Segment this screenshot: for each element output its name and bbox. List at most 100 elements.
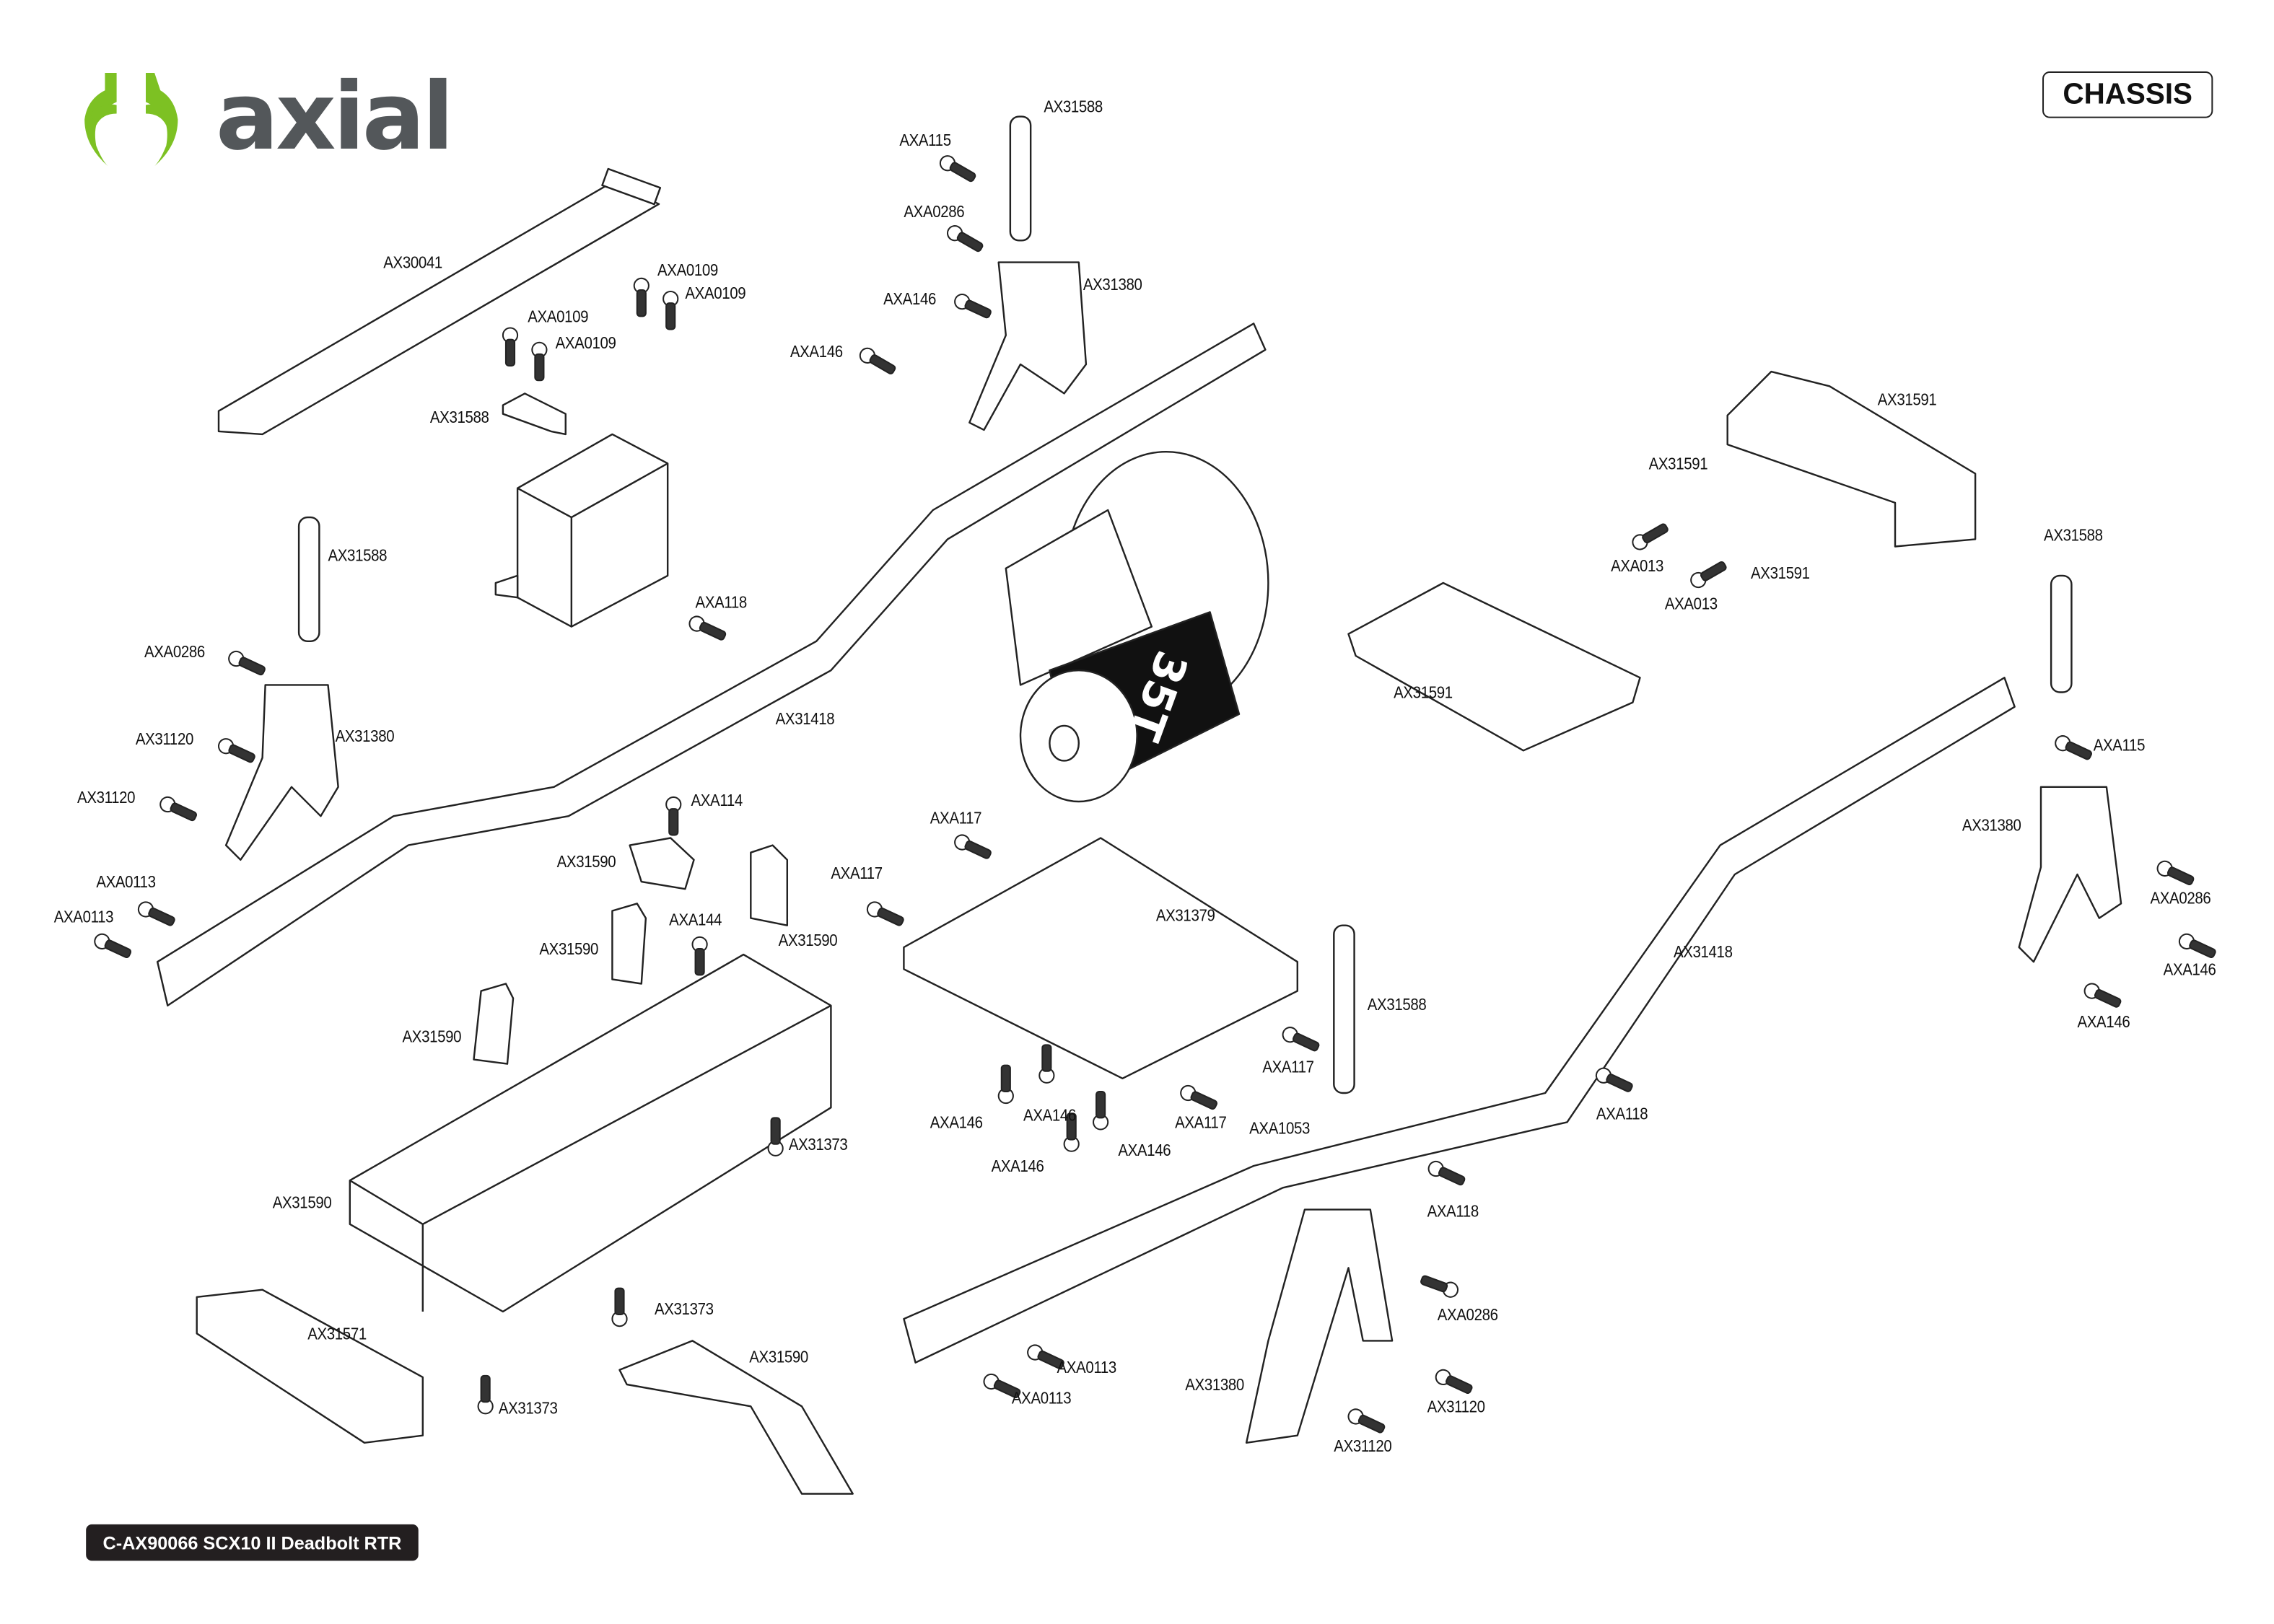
screw-icon — [688, 615, 727, 641]
screw-icon — [1632, 523, 1669, 550]
part-number-label: AXA115 — [899, 132, 951, 151]
part-number-label: AXA0113 — [1011, 1390, 1072, 1408]
part-number-label: AX31373 — [788, 1136, 848, 1154]
part-number-label: AX31590 — [402, 1029, 462, 1047]
screw-icon — [2083, 983, 2122, 1008]
screw-icon — [137, 901, 175, 926]
screw-icon — [767, 1117, 784, 1156]
screw-icon — [94, 933, 132, 959]
body-mount-tab — [629, 837, 695, 890]
part-number-label: AX31373 — [654, 1301, 714, 1320]
screw-icon — [983, 1373, 1021, 1399]
screw-icon — [2178, 933, 2216, 959]
part-number-label: AXA0286 — [144, 644, 205, 662]
screw-icon — [939, 155, 976, 183]
part-number-label: AX30041 — [383, 255, 442, 273]
part-number-label: AXA146 — [1023, 1107, 1076, 1125]
part-number-label: AX31120 — [1334, 1438, 1392, 1456]
screw-icon — [1690, 561, 1727, 589]
screw-icon — [477, 1374, 494, 1415]
rear-cross-member — [1347, 581, 1641, 752]
part-number-label: AX31373 — [498, 1400, 558, 1418]
part-number-label: AXA0286 — [2150, 890, 2211, 908]
servo — [516, 433, 669, 628]
part-number-label: AXA0113 — [53, 909, 114, 927]
screw-icon — [954, 834, 992, 859]
battery-strap — [217, 181, 660, 436]
screw-icon — [946, 225, 984, 253]
screw-icon — [2156, 860, 2195, 886]
battery-tray-edges — [349, 1004, 831, 1312]
part-number-label: AXA115 — [2093, 737, 2146, 755]
battery-tray — [349, 953, 832, 1313]
body-mount-tab — [473, 983, 515, 1065]
shock-hoop — [968, 261, 1088, 431]
screw-icon — [1282, 1027, 1320, 1052]
screw-icon — [1063, 1112, 1080, 1152]
screw-icon — [662, 290, 679, 330]
part-number-label: AXA118 — [1427, 1203, 1479, 1221]
part-number-label: AXA114 — [691, 792, 743, 811]
part-number-label: AXA146 — [991, 1158, 1044, 1177]
frame-rail-left — [156, 322, 1267, 1007]
part-number-label: AX31588 — [1044, 99, 1103, 117]
rear-axle-mount — [196, 1289, 424, 1444]
part-number-label: AX31418 — [1673, 944, 1733, 962]
part-number-label: AX31588 — [2044, 527, 2103, 545]
shock-hoop — [2018, 786, 2122, 963]
part-number-label: AXA146 — [2077, 1014, 2130, 1032]
servo-mount — [502, 392, 567, 436]
part-number-label: AXA146 — [930, 1115, 983, 1133]
part-number-label: AX31571 — [307, 1326, 367, 1344]
screw-icon — [531, 341, 548, 382]
part-number-label: AXA0113 — [1057, 1359, 1117, 1377]
part-number-label: AX31380 — [1962, 817, 2021, 835]
screw-icon — [954, 294, 992, 319]
screw-icon — [1092, 1090, 1109, 1131]
part-number-label: AX31380 — [1083, 276, 1142, 295]
part-number-label: AX31590 — [556, 853, 616, 872]
part-number-label: AXA117 — [1175, 1115, 1227, 1133]
strap-buckle — [601, 167, 662, 206]
rear-bumper-mount — [618, 1340, 854, 1495]
part-number-label: AX31591 — [1394, 685, 1453, 703]
part-number-label: AXA0109 — [555, 335, 616, 353]
part-number-label: AXA0286 — [1437, 1307, 1498, 1325]
part-number-label: AXA117 — [1262, 1059, 1314, 1077]
screw-icon — [1595, 1067, 1633, 1092]
screw-icon — [866, 901, 904, 926]
screw-icon — [997, 1064, 1014, 1105]
part-number-label: AXA118 — [695, 594, 748, 613]
body-post — [297, 516, 320, 643]
part-number-label: AXA013 — [1611, 558, 1663, 576]
screw-icon — [1180, 1084, 1217, 1110]
axial-logo-text: axial — [215, 63, 454, 172]
screw-icon — [1038, 1044, 1055, 1084]
screws — [94, 155, 2216, 1434]
part-number-label: AXA0109 — [657, 262, 718, 280]
part-number-label: AX31379 — [1155, 908, 1215, 926]
section-title: CHASSIS — [2042, 71, 2213, 118]
part-number-label: AX31380 — [1185, 1377, 1244, 1395]
servo-tab — [494, 574, 519, 599]
part-number-label: AX31588 — [429, 409, 489, 427]
part-number-label: AXA0109 — [685, 285, 746, 304]
part-number-label: AXA146 — [2163, 962, 2216, 980]
part-number-label: AX31380 — [335, 729, 395, 747]
body-post — [1009, 115, 1032, 242]
body-post — [1333, 924, 1355, 1094]
model-label: C-AX90066 SCX10 II Deadbolt RTR — [86, 1524, 419, 1561]
part-number-label: AX31588 — [328, 548, 388, 566]
front-bumper-mount — [1726, 370, 1977, 548]
part-number-label: AXA146 — [1118, 1142, 1171, 1160]
part-number-label: AXA117 — [831, 865, 883, 884]
axial-logo-mark — [84, 73, 178, 167]
part-number-label: AXA0113 — [96, 874, 156, 892]
body-post — [2050, 574, 2073, 693]
part-number-label: AX31590 — [272, 1195, 332, 1213]
screw-icon — [1347, 1408, 1386, 1434]
part-number-label: AXA0286 — [904, 203, 965, 222]
transmission-motor-assembly — [1005, 450, 1269, 803]
screw-icon — [611, 1287, 628, 1327]
